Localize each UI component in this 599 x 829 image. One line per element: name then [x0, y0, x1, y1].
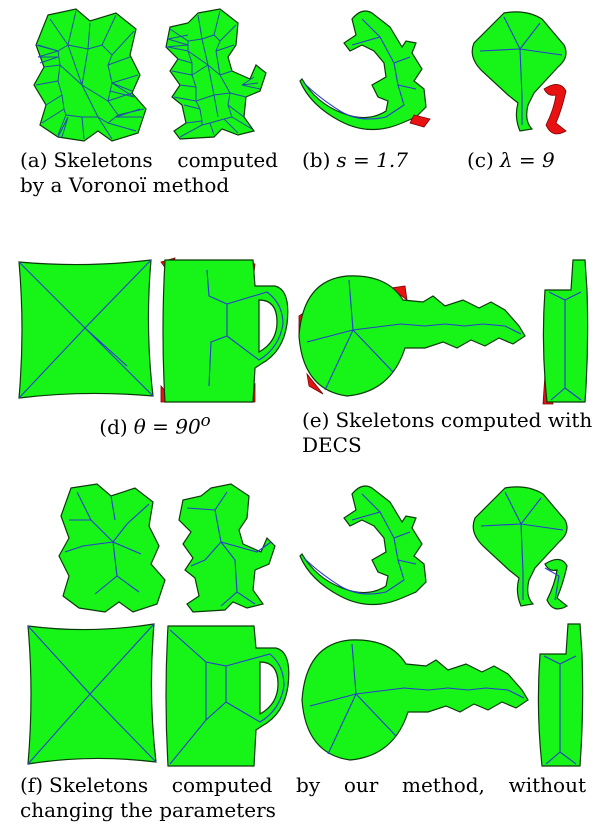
caption-a-text: Skeletons computed by a Voronoï method: [20, 148, 278, 197]
figure-f-row1: [58, 483, 569, 613]
caption-d: (d)θ = 90o: [50, 408, 260, 440]
stingray-skeleton: [472, 486, 569, 610]
figure-e-key-phone: [298, 259, 589, 405]
caption-a-label: (a): [20, 148, 48, 172]
bear-shape: [33, 8, 147, 142]
key-shape: [298, 275, 526, 397]
caption-b-label: (b): [302, 148, 331, 172]
caption-d-superscript: o: [200, 411, 211, 430]
caption-f-label: (f): [20, 773, 44, 797]
caption-e-text: Skeletons computed with DECS: [302, 408, 593, 457]
square-skeleton: [27, 623, 157, 765]
lizard-skeleton: [299, 485, 427, 606]
caption-b-math: s = 1.7: [336, 148, 408, 172]
caption-b: (b)s = 1.7: [302, 148, 442, 173]
figure-b-lizard-pruned: [299, 10, 431, 131]
mouse-skeleton: [178, 483, 276, 613]
bear-skeleton: [58, 483, 166, 613]
phone-skeleton: [537, 623, 584, 767]
caption-f: (f)Skeletons computed by our method, wit…: [20, 773, 586, 823]
caption-e: (e)Skeletons computed with DECS: [302, 408, 594, 458]
caption-e-label: (e): [302, 408, 330, 432]
phone-shape: [542, 259, 589, 405]
figure-f-row2: [27, 623, 584, 767]
mug-shape: [160, 257, 289, 403]
square-shape: [18, 259, 154, 399]
caption-c-math: λ = 9: [499, 148, 555, 172]
caption-f-text: Skeletons computed by our method, withou…: [20, 773, 586, 822]
caption-c-label: (c): [467, 148, 494, 172]
figure-d-square-mug: [18, 257, 289, 403]
caption-d-label: (d): [99, 414, 128, 439]
caption-d-math: θ = 90: [133, 414, 201, 439]
figure-a-voronoi-skeletons: [33, 8, 267, 142]
figure-c-stingray-pruned: [471, 11, 567, 135]
key-skeleton: [301, 639, 529, 761]
mouse-shape: [165, 8, 267, 140]
caption-c: (c)λ = 9: [467, 148, 587, 173]
mug-skeleton: [165, 625, 290, 767]
caption-a: (a)Skeletons computed by a Voronoï metho…: [20, 148, 278, 198]
